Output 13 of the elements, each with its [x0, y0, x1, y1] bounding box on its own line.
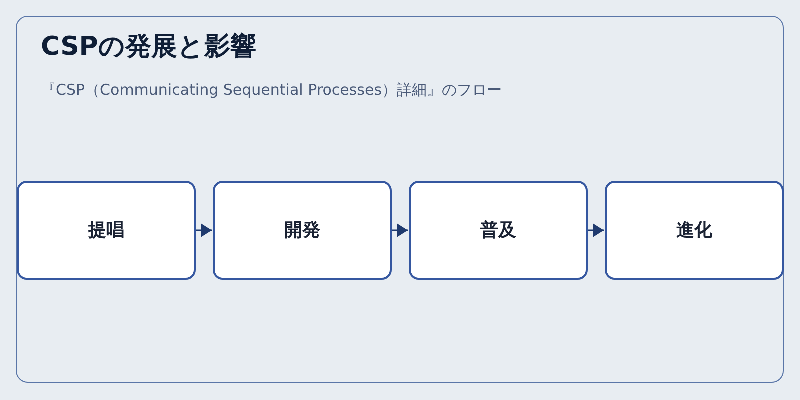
step-label: 開発 [284, 218, 320, 242]
title: CSPの発展と影響 [41, 31, 256, 64]
process-box [17, 181, 196, 280]
step-label: 普及 [480, 218, 516, 242]
arrow [588, 224, 604, 238]
process-box [213, 181, 392, 280]
step-label: 進化 [676, 218, 712, 242]
subtitle: 『CSP（Communicating Sequential Processes）詳細』のフロー [41, 80, 502, 101]
arrow [196, 224, 212, 238]
step-label: 提唱 [88, 218, 124, 242]
process-box [409, 181, 588, 280]
process-box [605, 181, 784, 280]
arrow [392, 224, 408, 238]
